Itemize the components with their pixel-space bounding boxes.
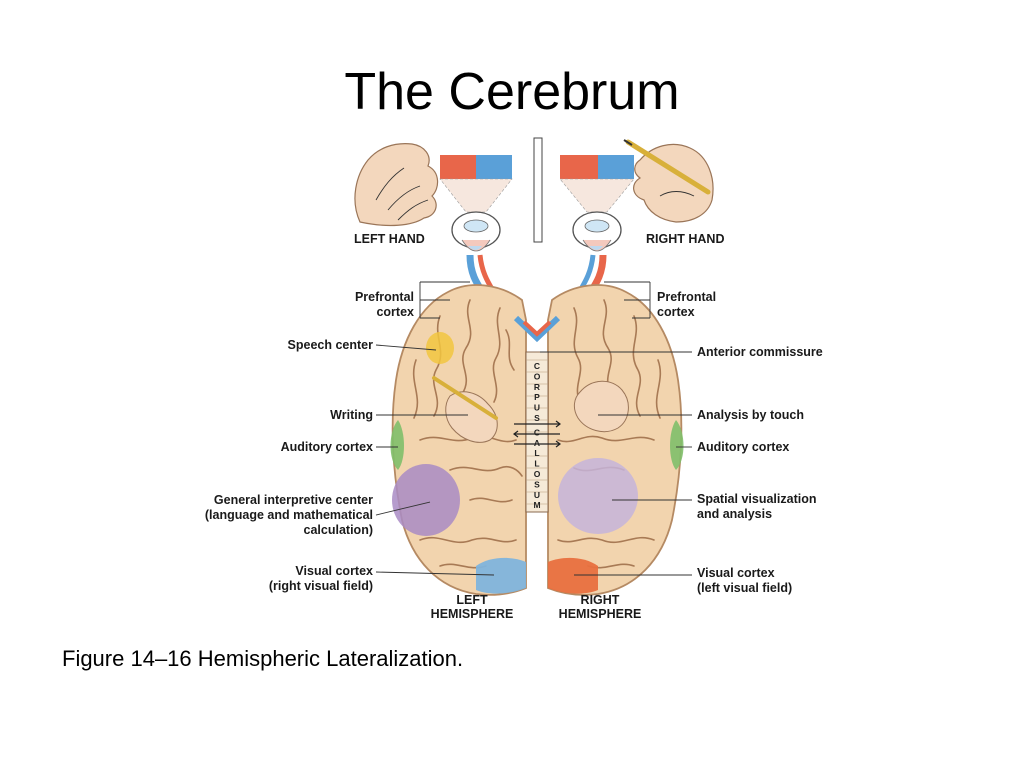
left-box-red	[440, 155, 476, 179]
visual-cortex-right-region	[548, 557, 598, 594]
speech-center-region	[426, 332, 454, 364]
auditory-cortex-right-region	[670, 420, 684, 470]
right-visual-field-box	[559, 155, 635, 213]
label-visual-left-1: Visual cortex	[295, 564, 373, 578]
corpus-callosum-letter: A	[534, 438, 540, 448]
optic-chiasm	[513, 315, 561, 343]
label-visual-right-1: Visual cortex	[697, 566, 775, 580]
right-hand-illustration	[623, 139, 714, 223]
label-visual-right-2: (left visual field)	[697, 581, 792, 595]
right-box-blue	[598, 155, 634, 179]
pencil-writing	[432, 376, 498, 420]
corpus-callosum-letter: U	[534, 490, 540, 500]
label-anterior-commissure: Anterior commissure	[697, 345, 823, 359]
corpus-callosum-letter: O	[534, 469, 541, 479]
right-hemisphere	[547, 284, 684, 596]
corpus-callosum-letter: L	[534, 459, 539, 469]
corpus-callosum-letter: M	[533, 500, 540, 510]
corpus-callosum-letter: R	[534, 382, 540, 392]
label-right-hemisphere-2: HEMISPHERE	[559, 607, 642, 621]
leader-lines	[375, 281, 692, 576]
left-box-blue	[476, 155, 512, 179]
auditory-cortex-left-region	[390, 420, 404, 470]
label-prefrontal-left-1: Prefrontal	[355, 290, 414, 304]
label-writing: Writing	[330, 408, 373, 422]
label-speech-center: Speech center	[288, 338, 374, 352]
visual-cortex-left-region	[476, 557, 526, 594]
figure-caption: Figure 14–16 Hemispheric Lateralization.	[62, 646, 464, 671]
corpus-callosum-letter: O	[534, 371, 541, 381]
spatial-visualization-region	[558, 458, 638, 534]
label-spatial-1: Spatial visualization	[697, 492, 816, 506]
label-auditory-right: Auditory cortex	[697, 440, 789, 454]
label-left-hemisphere-1: LEFT	[456, 593, 488, 607]
left-hemisphere	[390, 284, 527, 596]
general-interpretive-region	[392, 464, 460, 536]
corpus-callosum-letter: C	[534, 427, 540, 437]
label-spatial-2: and analysis	[697, 507, 772, 521]
label-visual-left-2: (right visual field)	[269, 579, 373, 593]
label-analysis-by-touch: Analysis by touch	[697, 408, 804, 422]
callosal-arrows	[513, 420, 561, 448]
label-auditory-left: Auditory cortex	[281, 440, 373, 454]
left-hand-illustration	[354, 143, 439, 227]
left-eye	[451, 211, 501, 252]
corpus-callosum-letter: S	[534, 413, 540, 423]
label-prefrontal-right-1: Prefrontal	[657, 290, 716, 304]
corpus-callosum-letter: C	[534, 361, 540, 371]
corpus-callosum-letter: U	[534, 403, 540, 413]
pencil-right	[625, 139, 711, 195]
label-general-2: (language and mathematical	[205, 508, 373, 522]
label-general-3: calculation)	[304, 523, 373, 537]
label-left-hand: LEFT HAND	[354, 232, 425, 246]
label-right-hemisphere-1: RIGHT	[581, 593, 620, 607]
label-right-hand: RIGHT HAND	[646, 232, 724, 246]
right-box-red	[560, 155, 598, 179]
corpus-callosum-letter: L	[534, 448, 539, 458]
left-visual-field-box	[439, 155, 513, 213]
label-prefrontal-right-2: cortex	[657, 305, 695, 319]
divider-screen	[533, 137, 543, 243]
label-general-1: General interpretive center	[214, 493, 373, 507]
label-prefrontal-left-2: cortex	[376, 305, 414, 319]
label-left-hemisphere-2: HEMISPHERE	[431, 607, 514, 621]
right-eye	[572, 211, 622, 252]
corpus-callosum-letter: P	[534, 392, 540, 402]
corpus-callosum-letter: S	[534, 479, 540, 489]
slide-title: The Cerebrum	[344, 63, 680, 121]
